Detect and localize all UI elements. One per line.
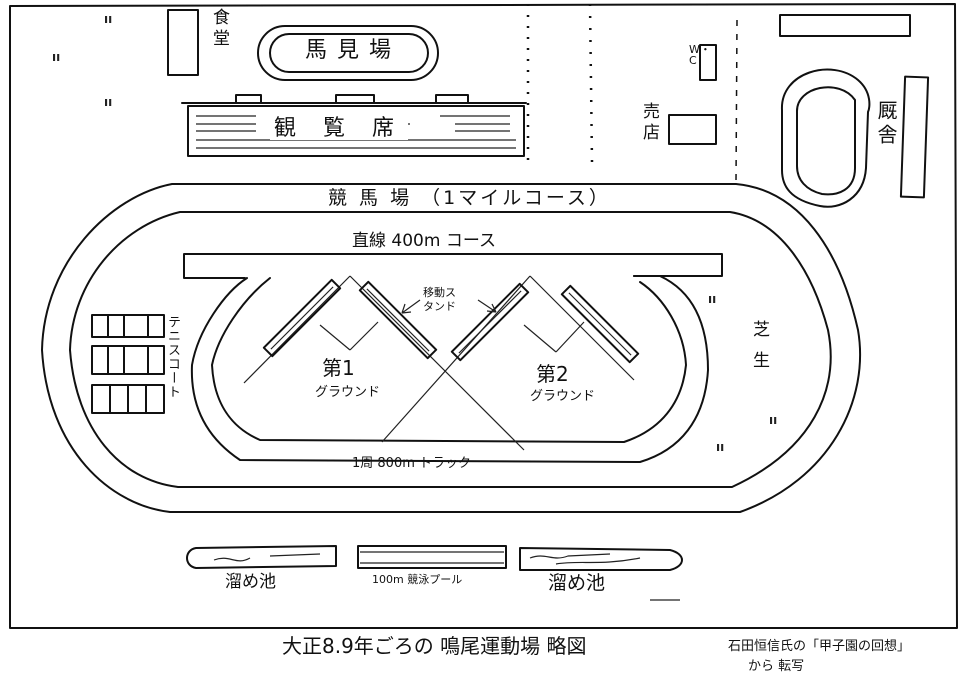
pond-left-label: 溜め池 xyxy=(225,572,276,592)
grass-mark: ıı xyxy=(769,413,778,427)
race-course-outer xyxy=(41,183,862,513)
annex-building xyxy=(779,14,911,37)
tennis-court-label: テニスコート xyxy=(165,315,180,399)
paddock-inner xyxy=(269,33,429,73)
wc-building xyxy=(699,44,717,81)
pool-outer xyxy=(357,545,507,569)
dining-hall-building xyxy=(167,9,199,76)
race-course-inner xyxy=(69,211,832,488)
tennis-courts xyxy=(91,314,165,414)
ground-1-sub: グラウンド xyxy=(315,385,381,400)
mobile-stands xyxy=(262,278,640,364)
pond-left-shape xyxy=(186,545,337,569)
source-note-line2: から 転写 xyxy=(748,659,805,674)
pool-label: 100m 競泳プール xyxy=(372,573,463,586)
pond-left-water xyxy=(213,553,321,562)
stable-oval-outer xyxy=(780,68,871,208)
stable-label: 厩舎 xyxy=(874,100,898,148)
shop-building xyxy=(668,114,717,145)
grandstand-label: 観 覧 席 xyxy=(270,118,408,140)
grass-mark: ıı xyxy=(104,95,113,109)
shop-label: 売店 xyxy=(639,102,659,144)
stable-oval-inner xyxy=(795,86,856,196)
straight-course xyxy=(183,253,723,279)
grass-mark: ıı xyxy=(104,12,113,26)
pond-right-shape xyxy=(519,547,683,571)
ground-2-sub: グラウンド xyxy=(530,389,596,404)
map-title: 大正8.9年ごろの 鳴尾運動場 略図 xyxy=(282,634,587,658)
wc-label: W・C xyxy=(689,43,711,67)
straight-course-label: 直線 400m コース xyxy=(352,231,496,251)
paddock-outer xyxy=(257,25,439,81)
track-800m-outer xyxy=(190,275,709,463)
mobile-stand-label: 移動スタンド xyxy=(423,286,456,314)
stable-building xyxy=(899,75,930,199)
ground-2-name: 第2 xyxy=(536,362,569,386)
ground-diagonals xyxy=(243,275,635,451)
grass-mark: ıı xyxy=(52,50,61,64)
ground-1-name: 第1 xyxy=(322,356,355,380)
race-course-label: 競 馬 場 （1マイルコース） xyxy=(328,187,611,209)
map-border xyxy=(9,3,958,629)
boundary-dashed-stable xyxy=(735,19,738,183)
source-note-line1: 石田恒信氏の「甲子園の回想」 xyxy=(728,639,911,654)
boundary-dotted-right xyxy=(588,3,594,163)
arrow-right-icon xyxy=(477,299,497,313)
track-800m-inner xyxy=(211,277,687,443)
pond-right-water xyxy=(529,553,641,565)
arrow-left-icon xyxy=(401,299,421,314)
lawn-label: 芝生 xyxy=(749,320,769,382)
paddock-label: 馬見場 xyxy=(305,38,402,63)
track-label: 1周 800m トラック xyxy=(352,456,472,471)
grass-mark: ıı xyxy=(716,440,725,454)
grass-mark: ıı xyxy=(708,292,717,306)
grandstand xyxy=(181,94,527,157)
dining-hall-label: 食堂 xyxy=(209,8,229,50)
pond-right-label: 溜め池 xyxy=(548,572,606,594)
